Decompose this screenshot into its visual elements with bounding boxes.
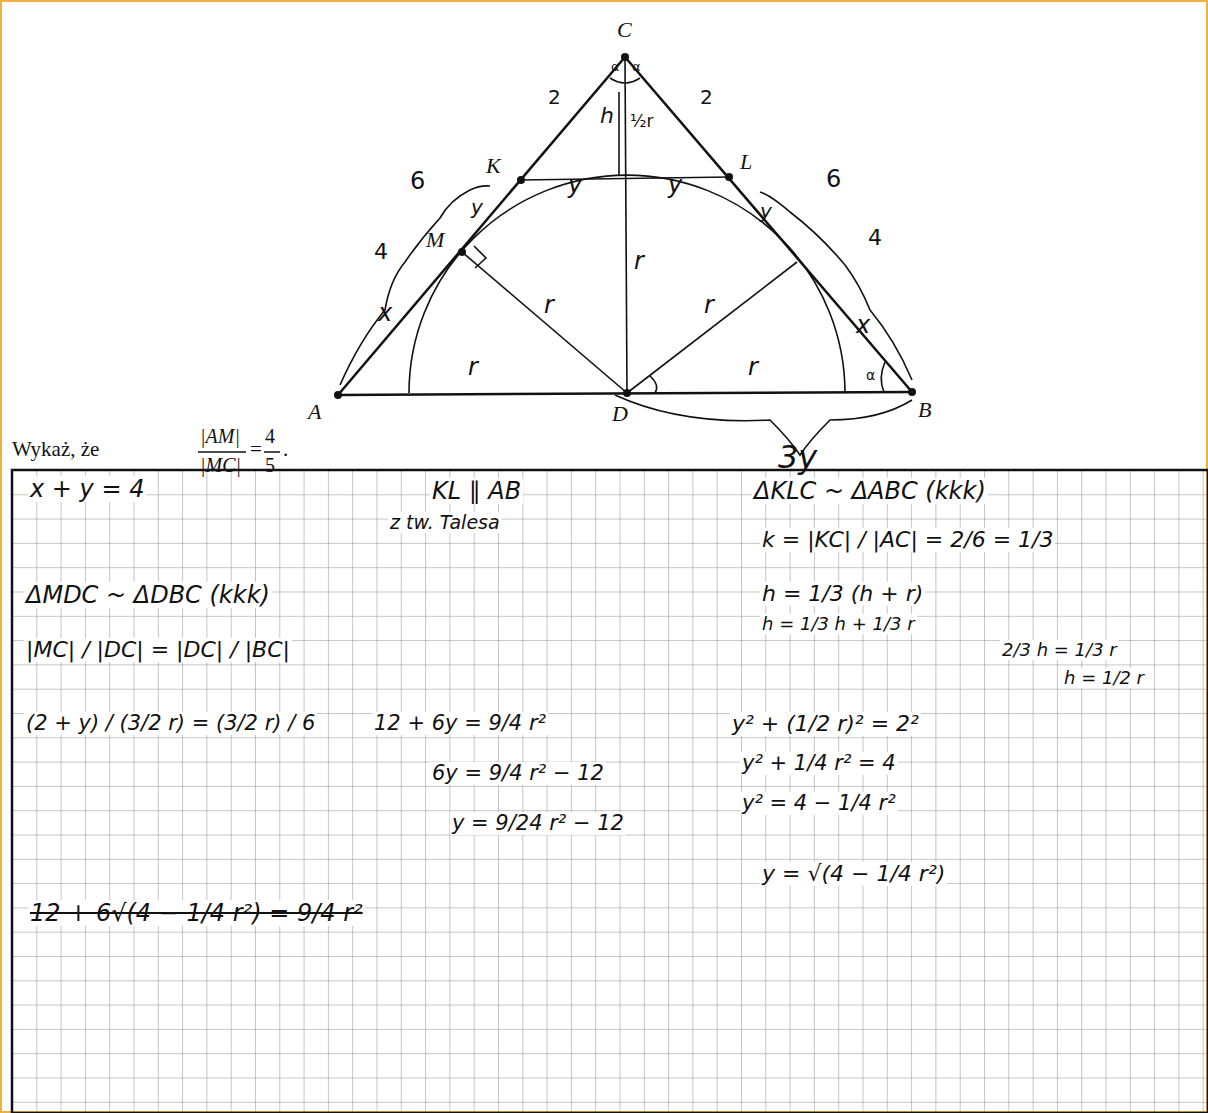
grid-paper bbox=[12, 470, 1208, 1113]
figure-label: 3y bbox=[778, 440, 817, 475]
figure-label: M bbox=[426, 228, 444, 252]
handwritten-equation: 12 + 6y = 9/4 r² bbox=[372, 712, 548, 735]
handwritten-equation: h = 1/3 h + 1/3 r bbox=[760, 614, 917, 634]
figure-label: 4 bbox=[374, 240, 388, 264]
figure-label: D bbox=[612, 402, 628, 426]
figure-label: y bbox=[568, 172, 582, 198]
handwritten-equation: 6y = 9/4 r² − 12 bbox=[430, 762, 606, 785]
figure-label: r bbox=[468, 354, 478, 380]
handwritten-equation: k = |KC| / |AC| = 2/6 = 1/3 bbox=[760, 528, 1055, 552]
figure-label: y bbox=[471, 196, 483, 218]
figure-label: ½r bbox=[630, 112, 653, 131]
figure-label: x bbox=[378, 300, 392, 326]
figure-label: K bbox=[486, 154, 501, 178]
figure-label: . bbox=[283, 438, 288, 461]
figure-label: 2 bbox=[700, 86, 713, 108]
figure-label: x bbox=[856, 312, 870, 338]
figure-label: y bbox=[668, 172, 682, 198]
figure-label: 4 bbox=[868, 226, 882, 250]
figure-label: L bbox=[740, 150, 752, 174]
handwritten-equation: ΔKLC ~ ΔABC (kkk) bbox=[752, 478, 988, 504]
figure-label: r bbox=[704, 292, 714, 318]
figure-label: α bbox=[632, 60, 641, 74]
fraction-bars bbox=[198, 451, 280, 453]
handwritten-equation: |MC| / |DC| = |DC| / |BC| bbox=[24, 638, 292, 662]
figure-label: C bbox=[617, 18, 632, 42]
handwritten-equation: y² + (1/2 r)² = 2² bbox=[730, 712, 921, 736]
handwritten-equation: h = 1/2 r bbox=[1062, 668, 1146, 688]
handwritten-equation: y = √(4 − 1/4 r²) bbox=[760, 862, 947, 886]
figure-label: r bbox=[748, 354, 758, 380]
figure-label: 6 bbox=[410, 168, 425, 194]
handwritten-equation: y² = 4 − 1/4 r² bbox=[740, 792, 898, 815]
handwritten-equation: x + y = 4 bbox=[28, 476, 146, 502]
figure-label: 5 bbox=[265, 454, 275, 476]
handwritten-equation: (2 + y) / (3/2 r) = (3/2 r) / 6 bbox=[24, 712, 317, 735]
figure-label: Wykaż, że bbox=[12, 438, 99, 461]
triangle bbox=[338, 57, 912, 395]
points bbox=[334, 53, 916, 399]
handwritten-equation: z tw. Talesa bbox=[388, 512, 502, 533]
figure-label: |MC| bbox=[200, 454, 241, 476]
handwritten-equation: 12 + 6√(4 − 1/4 r²) = 9/4 r² bbox=[28, 900, 365, 926]
figure-label: A bbox=[308, 400, 321, 424]
figure-label: h bbox=[600, 104, 614, 128]
handwritten-equation: y² + 1/4 r² = 4 bbox=[740, 752, 898, 775]
figure-label: 6 bbox=[826, 166, 841, 192]
figure-label: α bbox=[611, 60, 620, 74]
figure-label: |AM| bbox=[200, 425, 240, 447]
figure-label: α bbox=[866, 368, 875, 383]
figure-label: B bbox=[918, 398, 931, 422]
handwritten-equation: KL ∥ AB bbox=[430, 478, 523, 504]
handwritten-equation: h = 1/3 (h + r) bbox=[760, 582, 925, 606]
figure-label: r bbox=[544, 292, 554, 318]
figure-label: = bbox=[250, 438, 262, 461]
figure-label: 4 bbox=[265, 425, 275, 447]
figure-label: y bbox=[760, 200, 772, 222]
construction-lines bbox=[340, 57, 912, 455]
figure-label: r bbox=[634, 248, 644, 274]
figure-label: 2 bbox=[548, 86, 561, 108]
handwritten-equation: y = 9/24 r² − 12 bbox=[450, 812, 626, 835]
handwritten-equation: ΔMDC ~ ΔDBC (kkk) bbox=[24, 582, 272, 608]
handwritten-equation: 2/3 h = 1/3 r bbox=[1000, 640, 1119, 660]
